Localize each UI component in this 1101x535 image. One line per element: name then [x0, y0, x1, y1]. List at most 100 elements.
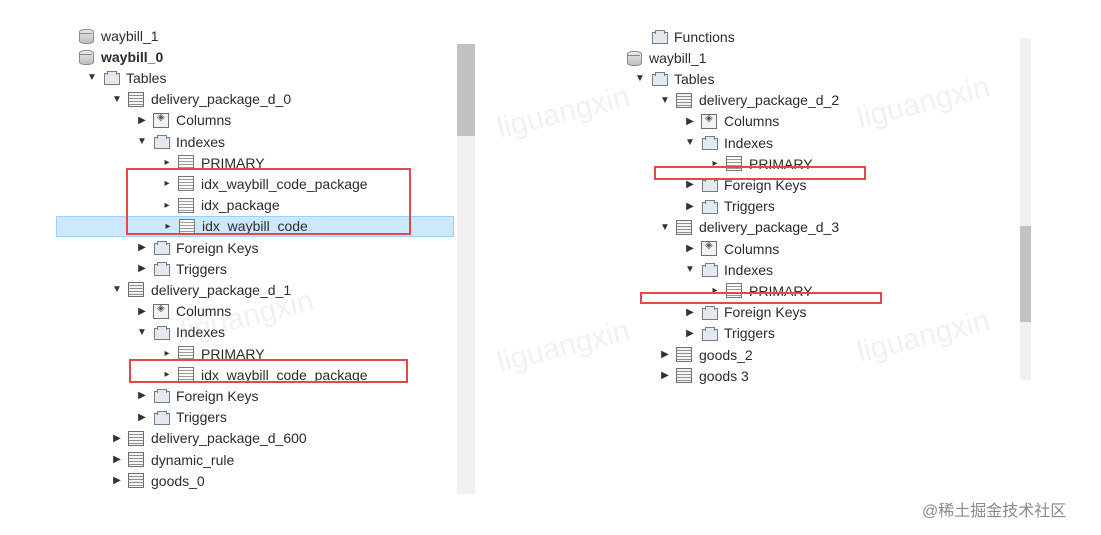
- tree-item-label: Indexes: [724, 261, 774, 278]
- tree-item[interactable]: ▼ Tables: [56, 67, 485, 88]
- tree-item[interactable]: ▸PRIMARY: [56, 343, 560, 364]
- tree-item-label: Tables: [126, 69, 167, 86]
- right-scrollbar[interactable]: [1020, 38, 1031, 380]
- table-icon: [676, 219, 692, 235]
- tree-item[interactable]: ▼ delivery_package_d_1: [56, 279, 510, 300]
- tree-item[interactable]: ▸idx_package: [56, 195, 560, 216]
- left-scrollbar-thumb[interactable]: [457, 44, 475, 136]
- tree-item[interactable]: ▼Indexes: [56, 131, 535, 152]
- tree-item[interactable]: ▸idx_waybill_code_package: [56, 173, 560, 194]
- toggle-spacer: [635, 31, 645, 43]
- tree-item-label: delivery_package_d_3: [699, 219, 840, 236]
- index-icon: [178, 197, 194, 213]
- tree-item[interactable]: ▶Columns: [606, 238, 1095, 259]
- tree-item[interactable]: ▶goods 3: [606, 365, 1070, 386]
- right-scrollbar-thumb[interactable]: [1020, 226, 1031, 322]
- tree-item[interactable]: ▸idx_waybill_code_package: [56, 364, 560, 385]
- tree-item-label: delivery_package_d_1: [151, 281, 292, 298]
- collapse-toggle-icon[interactable]: ▶: [113, 475, 121, 487]
- tree-item-label: dynamic_rule: [151, 451, 235, 468]
- tree-item[interactable]: ▶goods_0: [56, 470, 510, 491]
- folder-icon: [153, 410, 170, 425]
- expand-toggle-icon[interactable]: ▼: [112, 93, 122, 105]
- tree-item[interactable]: ▶goods_2: [606, 344, 1070, 365]
- tree-item[interactable]: ▶ Triggers: [56, 407, 535, 428]
- collapse-toggle-icon[interactable]: ▶: [686, 179, 694, 191]
- folder-icon: [701, 199, 718, 214]
- table-icon: [676, 347, 692, 362]
- tree-item[interactable]: ▶Foreign Keys: [56, 385, 535, 406]
- collapse-toggle-icon[interactable]: ▶: [661, 370, 669, 382]
- collapse-toggle-icon[interactable]: ▶: [113, 432, 121, 444]
- expand-toggle-icon[interactable]: ▼: [87, 72, 97, 84]
- tree-item[interactable]: ▶Foreign Keys: [56, 237, 535, 258]
- tree-item[interactable]: ▼ delivery_package_d_2: [606, 90, 1070, 111]
- tree-item-label: Tables: [674, 70, 715, 87]
- tree-item[interactable]: ▶Triggers: [56, 258, 535, 279]
- tree-item[interactable]: ▸PRIMARY: [56, 152, 560, 173]
- tree-item[interactable]: ▸PRIMARY: [606, 280, 1101, 301]
- expand-toggle-icon[interactable]: ▼: [660, 94, 670, 106]
- tree-item-label: PRIMARY: [749, 155, 813, 172]
- tree-item[interactable]: ▼ Indexes: [606, 259, 1095, 280]
- tree-item[interactable]: ▼ delivery_package_d_3: [606, 217, 1070, 238]
- tree-item[interactable]: ▸idx_waybill_code: [56, 215, 454, 237]
- toggle-spacer: [610, 52, 620, 64]
- collapse-toggle-icon[interactable]: ▶: [686, 306, 694, 318]
- left-scrollbar[interactable]: [457, 44, 475, 494]
- columns-icon: [153, 112, 169, 128]
- tree-item[interactable]: ▶Triggers: [606, 323, 1095, 344]
- index-icon: [726, 283, 742, 299]
- folder-icon: [701, 177, 718, 193]
- expand-toggle-icon[interactable]: ▼: [635, 73, 645, 85]
- collapse-toggle-icon[interactable]: ▶: [686, 243, 694, 254]
- collapse-toggle-icon[interactable]: ▶: [686, 115, 694, 127]
- folder-icon: [153, 388, 170, 404]
- tree-item-label: PRIMARY: [201, 345, 265, 362]
- collapse-toggle-icon[interactable]: ▶: [138, 263, 146, 275]
- folder-icon: [103, 70, 120, 86]
- tree-item[interactable]: ▶Foreign Keys: [606, 302, 1095, 323]
- tree-item[interactable]: ▶delivery_package_d_600: [56, 428, 510, 449]
- tree-item[interactable]: ▶Triggers: [606, 196, 1095, 217]
- index-icon: [179, 218, 195, 234]
- table-icon: [676, 92, 692, 108]
- tree-item-label: delivery_package_d_2: [699, 92, 840, 109]
- tree-item-label: waybill_1: [649, 49, 707, 66]
- collapse-toggle-icon[interactable]: ▶: [138, 411, 146, 423]
- tree-item-label: Columns: [724, 113, 780, 130]
- tree-item[interactable]: ▼ Tables: [606, 68, 1045, 89]
- expand-toggle-icon[interactable]: ▼: [137, 326, 147, 338]
- tree-item[interactable]: ▶ Columns: [606, 111, 1095, 132]
- collapse-toggle-icon[interactable]: ▶: [686, 200, 694, 212]
- expand-toggle-icon[interactable]: ▼: [685, 264, 695, 276]
- collapse-toggle-icon[interactable]: ▶: [138, 242, 146, 253]
- tree-item-label: Indexes: [176, 324, 226, 341]
- tree-item[interactable]: ▶ dynamic_rule: [56, 449, 510, 470]
- tree-item[interactable]: Functions: [606, 26, 1045, 47]
- tree-item[interactable]: ▶ Columns: [56, 301, 535, 322]
- tree-item[interactable]: waybill_1: [56, 25, 460, 46]
- expand-toggle-icon[interactable]: ▼: [137, 136, 147, 147]
- folder-icon: [651, 71, 668, 87]
- collapse-toggle-icon[interactable]: ▶: [686, 327, 694, 339]
- tree-item-label: Columns: [176, 303, 232, 320]
- tree-item[interactable]: ▼Indexes: [606, 132, 1095, 153]
- expand-toggle-icon[interactable]: ▼: [660, 221, 670, 233]
- collapse-toggle-icon[interactable]: ▶: [661, 349, 669, 360]
- collapse-toggle-icon[interactable]: ▶: [138, 390, 146, 402]
- collapse-toggle-icon[interactable]: ▶: [138, 305, 146, 317]
- tree-item[interactable]: ▼ Indexes: [56, 322, 535, 343]
- expand-toggle-icon[interactable]: ▼: [112, 284, 122, 296]
- collapse-toggle-icon[interactable]: ▶: [113, 454, 121, 465]
- tree-item[interactable]: ▶Columns: [56, 110, 535, 131]
- leaf-marker-icon: ▸: [164, 199, 170, 211]
- tree-item-label: Triggers: [176, 409, 227, 426]
- tree-item[interactable]: waybill_1: [606, 47, 1020, 68]
- tree-item[interactable]: waybill_0: [56, 46, 460, 67]
- collapse-toggle-icon[interactable]: ▶: [138, 114, 146, 126]
- expand-toggle-icon[interactable]: ▼: [685, 137, 695, 148]
- tree-item[interactable]: ▼delivery_package_d_0: [56, 89, 510, 110]
- tree-item[interactable]: ▶Foreign Keys: [606, 174, 1095, 195]
